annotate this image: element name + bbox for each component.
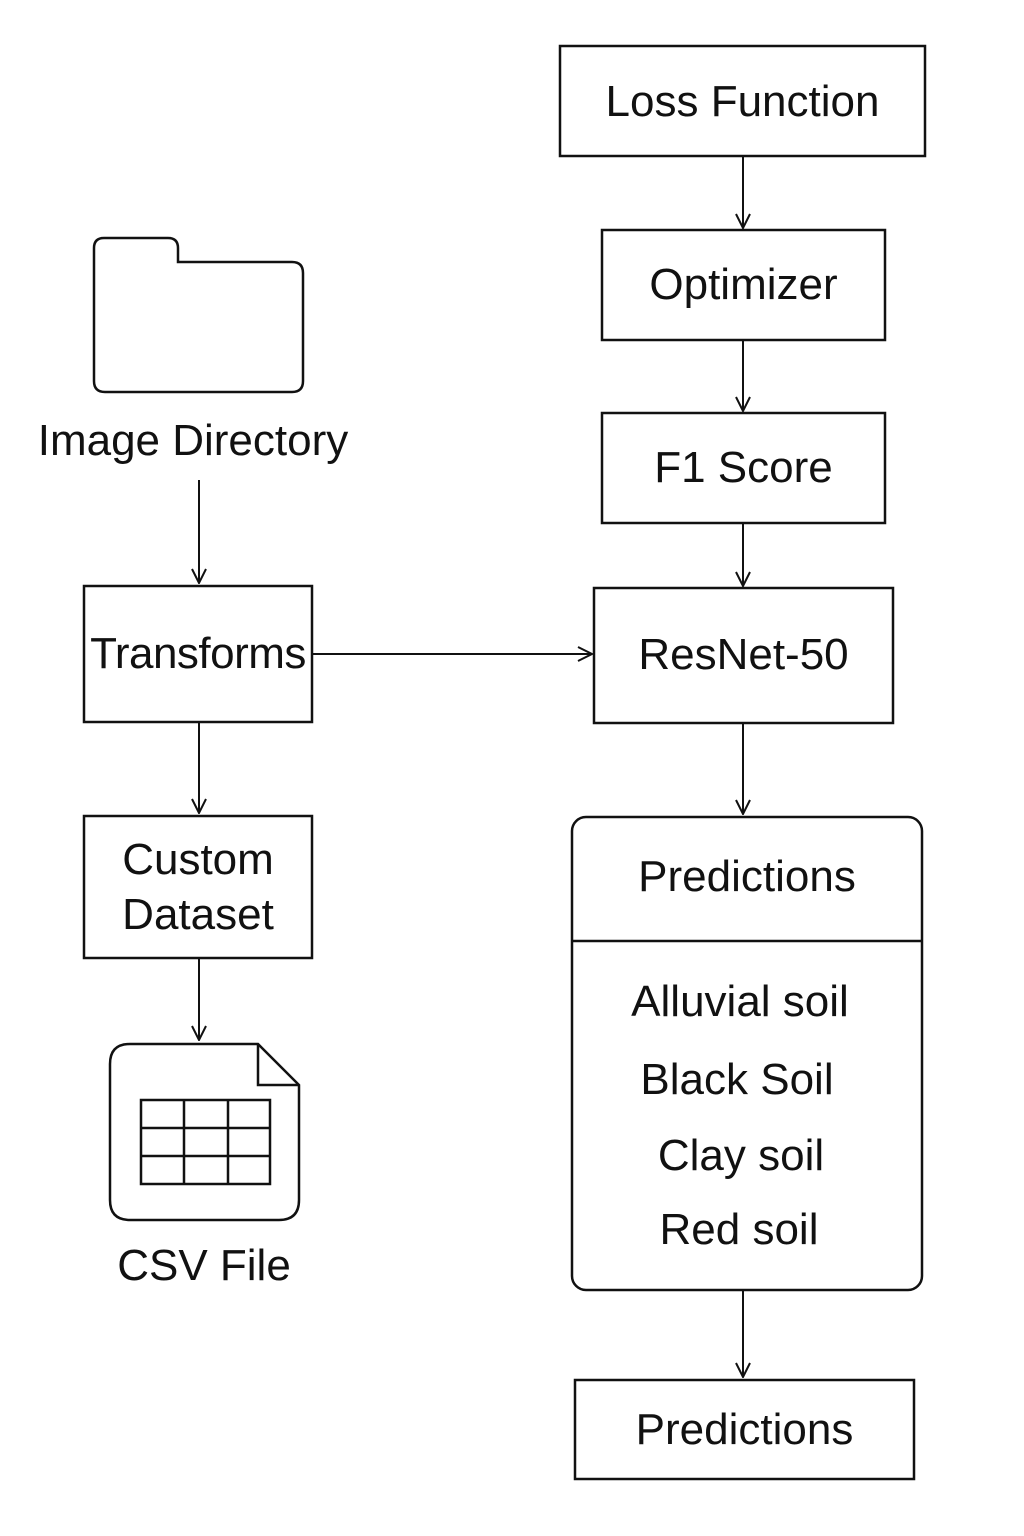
class-item-alluvial: Alluvial soil — [631, 977, 849, 1026]
folder-icon — [92, 236, 305, 394]
class-item-black: Black Soil — [640, 1055, 834, 1104]
csv-file-icon — [108, 1042, 301, 1222]
predictions-panel — [570, 815, 924, 1292]
predictions-header: Predictions — [638, 852, 856, 901]
f1-score-label: F1 Score — [654, 443, 833, 492]
optimizer-label: Optimizer — [649, 260, 838, 309]
transforms-label: Transforms — [90, 629, 306, 678]
class-item-clay: Clay soil — [657, 1131, 825, 1180]
image-directory-label: Image Directory — [37, 416, 349, 465]
loss-function-label: Loss Function — [605, 77, 880, 126]
custom-dataset-label-line2: Dataset — [122, 890, 274, 939]
resnet-label: ResNet-50 — [638, 630, 849, 679]
csv-file-label: CSV File — [117, 1241, 291, 1290]
final-predictions-label: Predictions — [635, 1405, 854, 1454]
custom-dataset-label-line1: Custom — [122, 835, 274, 884]
final-predictions-box — [573, 1378, 916, 1481]
class-item-red: Red soil — [659, 1205, 819, 1254]
